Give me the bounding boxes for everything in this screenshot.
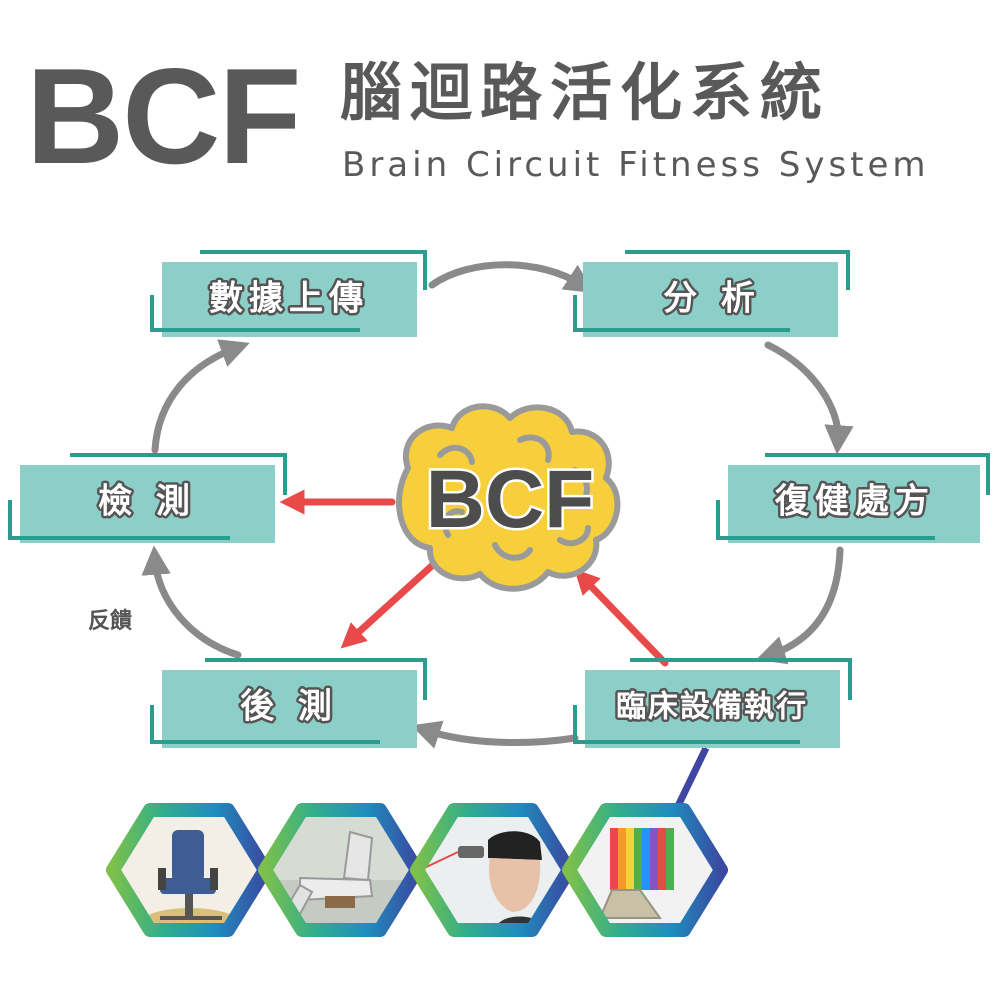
node-prescription: 復健處方	[716, 453, 990, 543]
arrow-prescription-to-execution	[756, 546, 844, 665]
arrow-posttest-to-test	[141, 545, 242, 659]
device-strip	[106, 803, 728, 937]
arrow-analysis-to-prescription	[764, 341, 854, 455]
node-execution: 臨床設備執行	[573, 658, 852, 748]
arrow-upload-to-analysis	[428, 261, 595, 293]
center-arrows	[279, 489, 669, 667]
node-test-label: 檢 測	[98, 482, 196, 522]
node-execution-label: 臨床設備執行	[616, 690, 808, 725]
node-posttest-label: 後 測	[240, 687, 338, 727]
arrow-execution-to-center	[574, 568, 669, 667]
arrow-test-to-upload	[151, 339, 250, 454]
node-test: 檢 測	[8, 453, 287, 543]
node-prescription-label: 復健處方	[774, 482, 935, 522]
arrow-execution-to-posttest	[411, 720, 579, 749]
title-english: Brain Circuit Fitness System	[342, 145, 930, 185]
cycle-arrows	[141, 261, 854, 749]
arrow-center-to-posttest	[340, 549, 450, 649]
color-panel-icon	[562, 803, 728, 937]
title-chinese: 腦迴路活化系統	[340, 56, 831, 129]
node-analysis: 分 析	[573, 250, 850, 337]
logo-text: BCF	[26, 40, 302, 192]
recliner-chair-icon	[258, 803, 424, 937]
node-upload-label: 數據上傳	[209, 279, 369, 319]
node-upload: 數據上傳	[150, 250, 427, 337]
brain-icon	[396, 403, 621, 592]
node-posttest: 後 測	[150, 658, 427, 748]
connector-line	[674, 746, 710, 808]
head-laser-icon	[410, 803, 576, 937]
feedback-label: 反饋	[88, 608, 132, 634]
header: BCF 腦迴路活化系統 Brain Circuit Fitness System	[0, 0, 1000, 200]
rehab-chair-icon	[106, 803, 272, 937]
node-analysis-label: 分 析	[663, 279, 761, 319]
center-label: BCF	[426, 454, 595, 545]
